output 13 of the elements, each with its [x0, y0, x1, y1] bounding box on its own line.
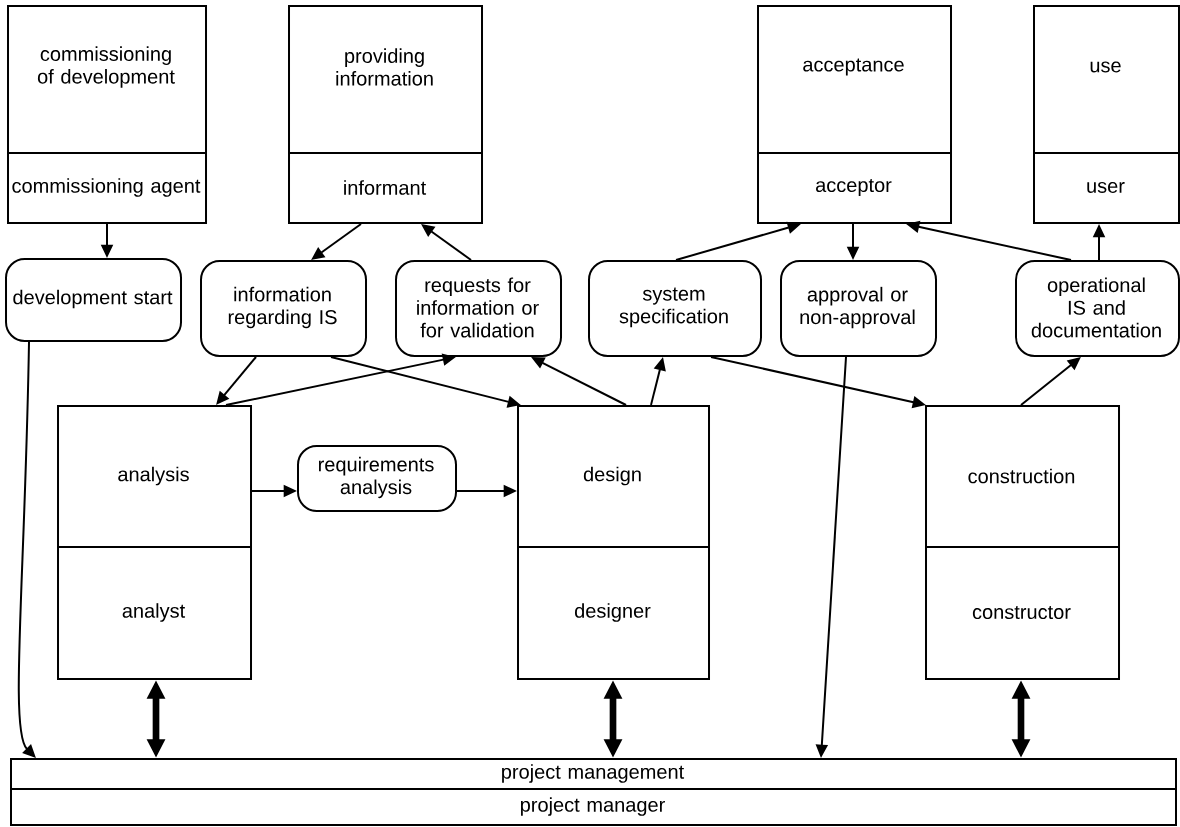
arrow — [1020, 357, 1081, 406]
rounded-box: requirements analysis — [297, 445, 457, 512]
rounded-box: information regarding IS — [200, 260, 367, 357]
arrow — [17, 341, 36, 758]
process-box: analysis analyst — [56, 405, 252, 680]
process-box: construction constructor — [924, 405, 1120, 680]
rounded-box: requests for information or for validation — [395, 260, 562, 357]
rounded-box: development start — [5, 258, 182, 342]
rounded-box: operational IS and documentation — [1015, 260, 1180, 357]
process-box: project management project manager — [9, 758, 1177, 826]
rounded-box: system specification — [588, 260, 762, 357]
arrow — [216, 356, 257, 405]
rounded-box: approval or non-approval — [780, 260, 937, 357]
